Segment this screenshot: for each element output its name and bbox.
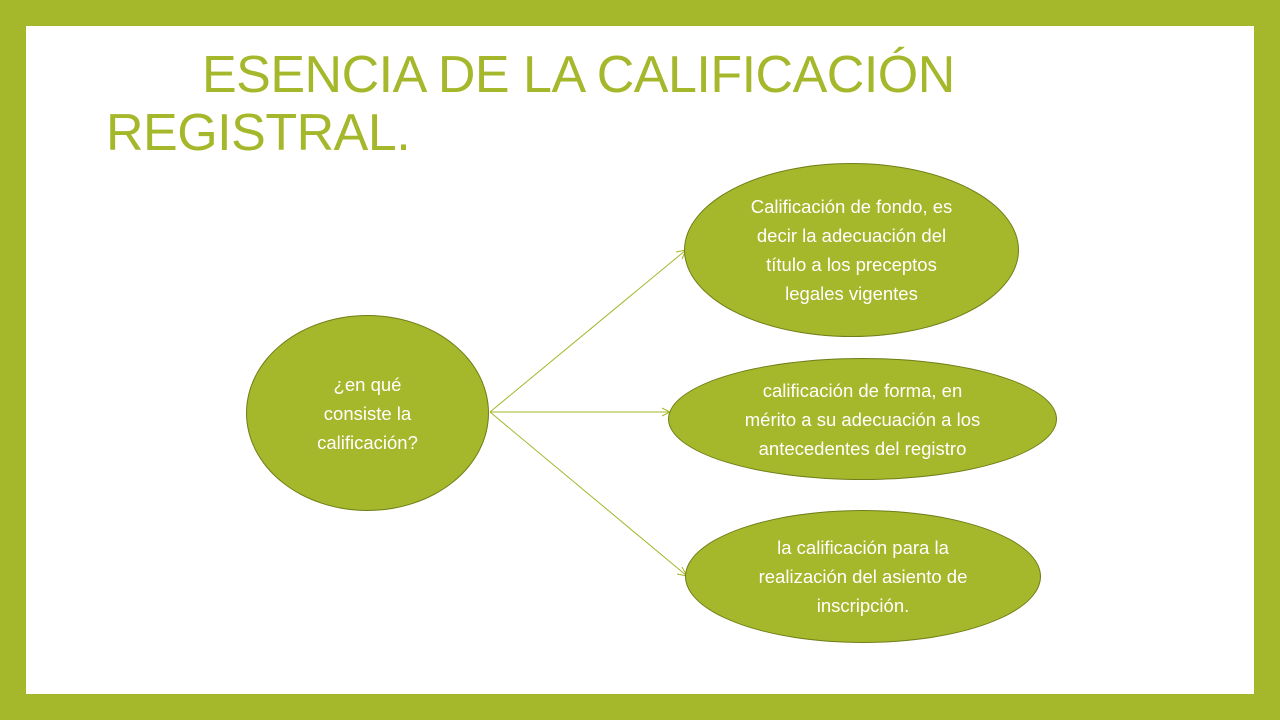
branch-node-asiento: la calificación para la realización del …	[685, 510, 1041, 643]
branch-node-forma-label: calificación de forma, en mérito a su ad…	[744, 379, 981, 459]
connector-to-asiento	[489, 411, 688, 577]
connector-to-fondo	[489, 249, 687, 413]
branch-node-asiento-label: la calificación para la realización del …	[758, 537, 968, 616]
branch-node-fondo-label: Calificación de fondo, es decir la adecu…	[750, 196, 953, 304]
slide-canvas	[26, 26, 1254, 694]
branch-node-fondo: Calificación de fondo, es decir la adecu…	[684, 163, 1019, 337]
center-node: ¿en qué consiste la calificación?	[246, 315, 489, 511]
branch-node-forma: calificación de forma, en mérito a su ad…	[668, 358, 1057, 480]
slide-title: ESENCIA DE LA CALIFICACIÓN REGISTRAL.	[106, 46, 955, 162]
center-node-label: ¿en qué consiste la calificación?	[317, 373, 418, 453]
